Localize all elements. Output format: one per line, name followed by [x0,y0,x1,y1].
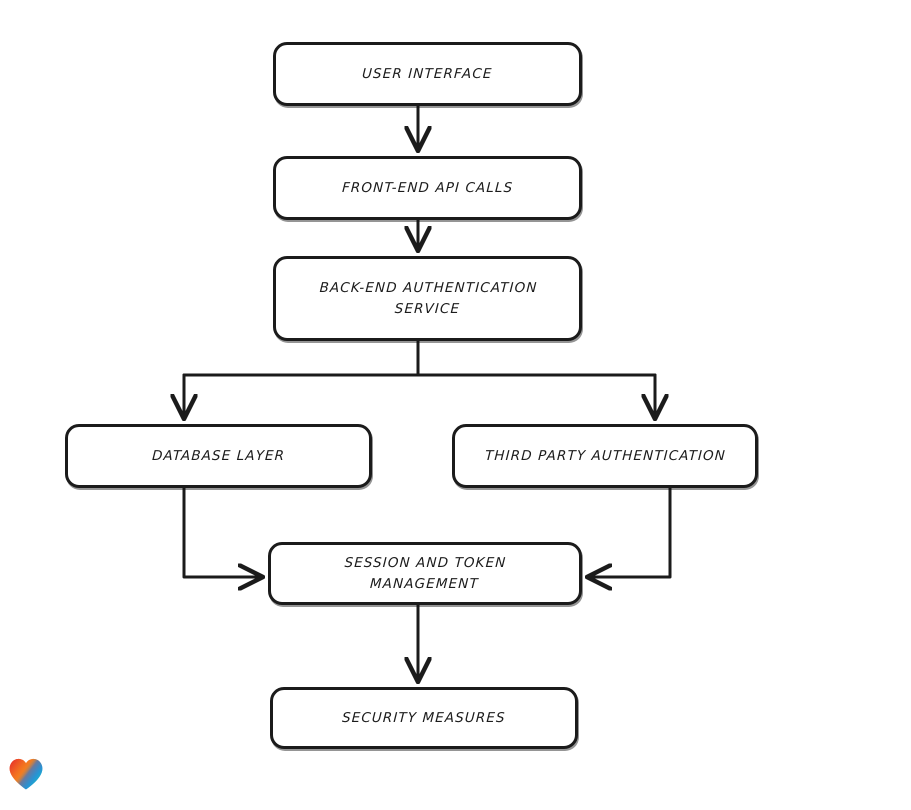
node-back-end-authentication-service[interactable]: Back-End Authentication Service [273,256,582,341]
node-label-back-end-authentication-service: Back-End Authentication Service [318,279,538,317]
node-user-interface[interactable]: User Interface [273,42,582,106]
node-label-database-layer: Database Layer [151,447,286,464]
node-front-end-api-calls[interactable]: Front-End API Calls [273,156,582,220]
node-security-measures[interactable]: Security Measures [270,687,578,749]
heart-logo [9,758,43,790]
node-label-session-and-token-management: Session and Token Management [344,554,507,592]
node-label-third-party-authentication: Third Party Authentication [484,447,726,464]
edge-third-party-to-session [590,486,672,577]
node-label-security-measures: Security Measures [341,709,507,726]
node-label-user-interface: User Interface [361,65,494,82]
edge-database-to-session [182,486,260,577]
node-third-party-authentication[interactable]: Third Party Authentication [452,424,758,488]
node-database-layer[interactable]: Database Layer [65,424,372,488]
node-label-front-end-api-calls: Front-End API Calls [341,179,514,196]
node-session-and-token-management[interactable]: Session and Token Management [268,542,582,605]
